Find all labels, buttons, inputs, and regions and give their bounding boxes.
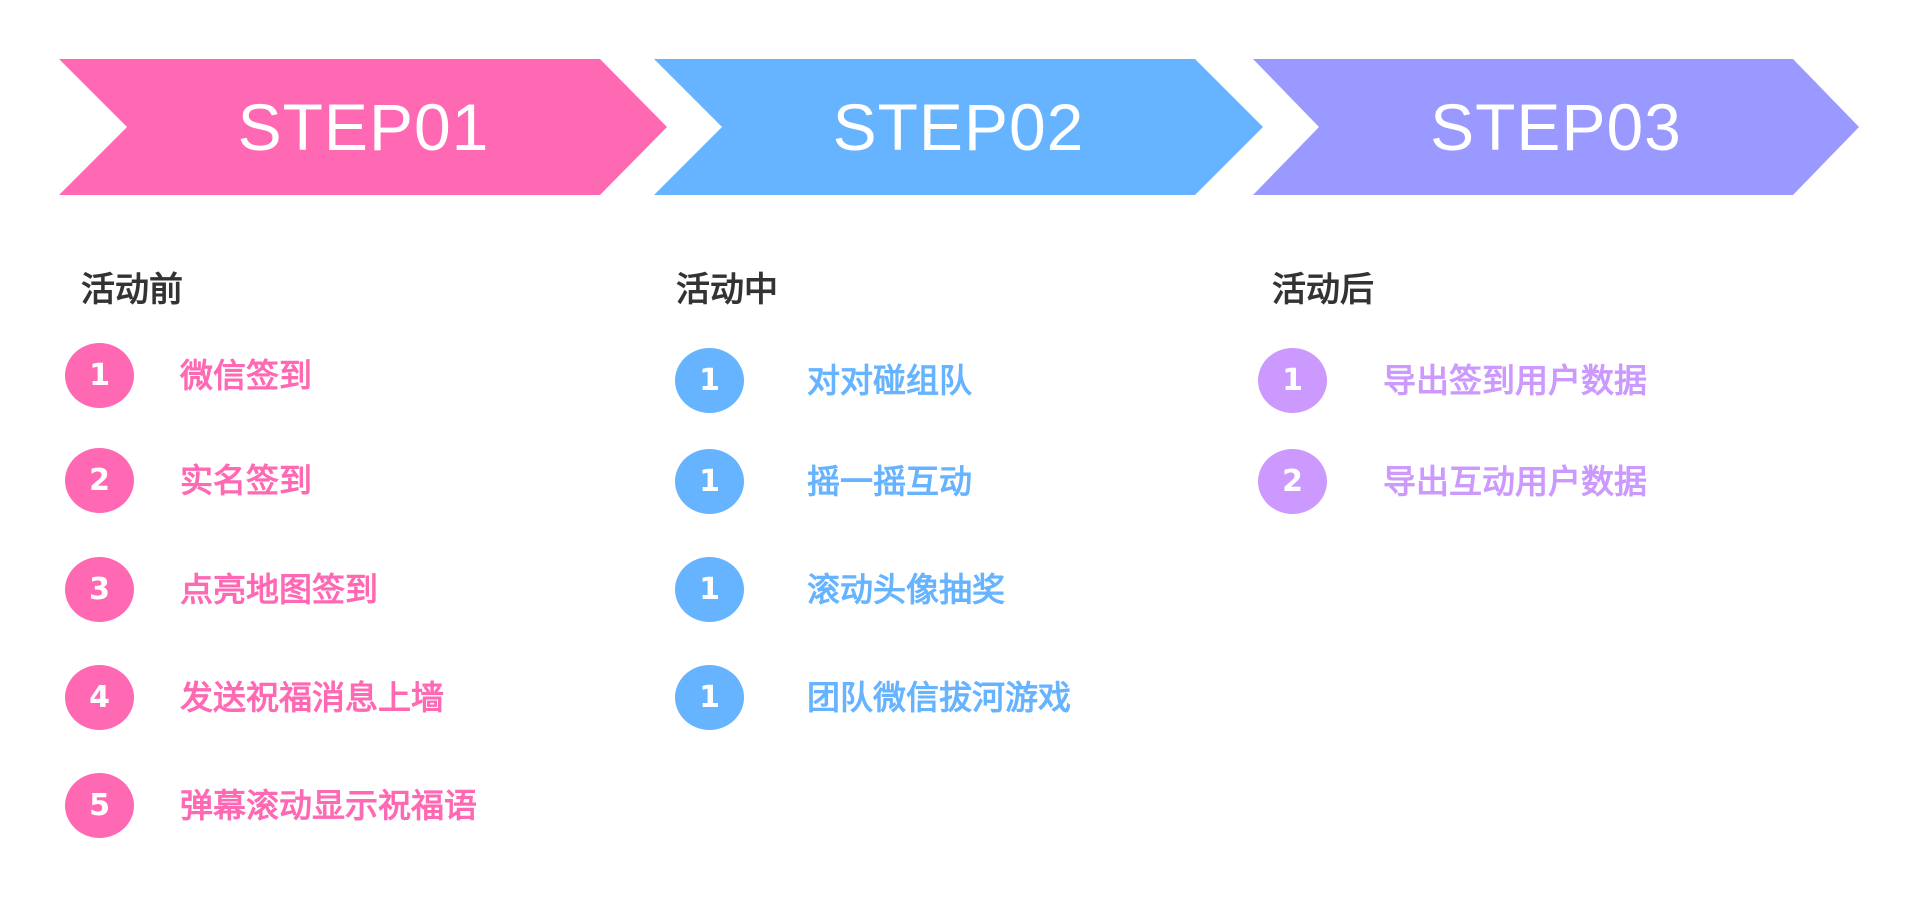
phase-heading-during: 活动中 xyxy=(676,270,778,310)
item-text: 团队微信拔河游戏 xyxy=(807,678,1071,717)
number-badge: 1 xyxy=(675,449,744,514)
step-arrows xyxy=(59,59,1859,195)
number-badge: 4 xyxy=(65,665,134,730)
number-badge: 1 xyxy=(675,665,744,730)
step-arrow-3 xyxy=(1253,59,1859,195)
number-badge: 1 xyxy=(675,557,744,622)
item-text: 弹幕滚动显示祝福语 xyxy=(180,786,477,825)
step-label-2: STEP02 xyxy=(832,90,1085,164)
number-badge: 5 xyxy=(65,773,134,838)
item-text: 实名签到 xyxy=(180,461,312,500)
step-arrow-2 xyxy=(654,59,1263,195)
item-text: 发送祝福消息上墙 xyxy=(180,678,444,717)
item-text: 微信签到 xyxy=(180,356,312,395)
number-badge: 2 xyxy=(1258,449,1327,514)
number-badge: 2 xyxy=(65,448,134,513)
number-badge: 1 xyxy=(675,348,744,413)
number-badge: 1 xyxy=(65,343,134,408)
step-label-1: STEP01 xyxy=(237,90,490,164)
phase-heading-before: 活动前 xyxy=(81,270,183,310)
phase-heading-after: 活动后 xyxy=(1272,270,1374,310)
step-arrow-1 xyxy=(59,59,667,195)
item-text: 摇一摇互动 xyxy=(807,462,972,501)
number-badge: 1 xyxy=(1258,348,1327,413)
step-label-3: STEP03 xyxy=(1430,90,1682,164)
item-text: 导出互动用户数据 xyxy=(1383,462,1647,501)
item-text: 对对碰组队 xyxy=(807,361,972,400)
item-text: 滚动头像抽奖 xyxy=(807,570,1005,609)
item-text: 导出签到用户数据 xyxy=(1383,361,1647,400)
item-text: 点亮地图签到 xyxy=(180,570,378,609)
number-badge: 3 xyxy=(65,557,134,622)
